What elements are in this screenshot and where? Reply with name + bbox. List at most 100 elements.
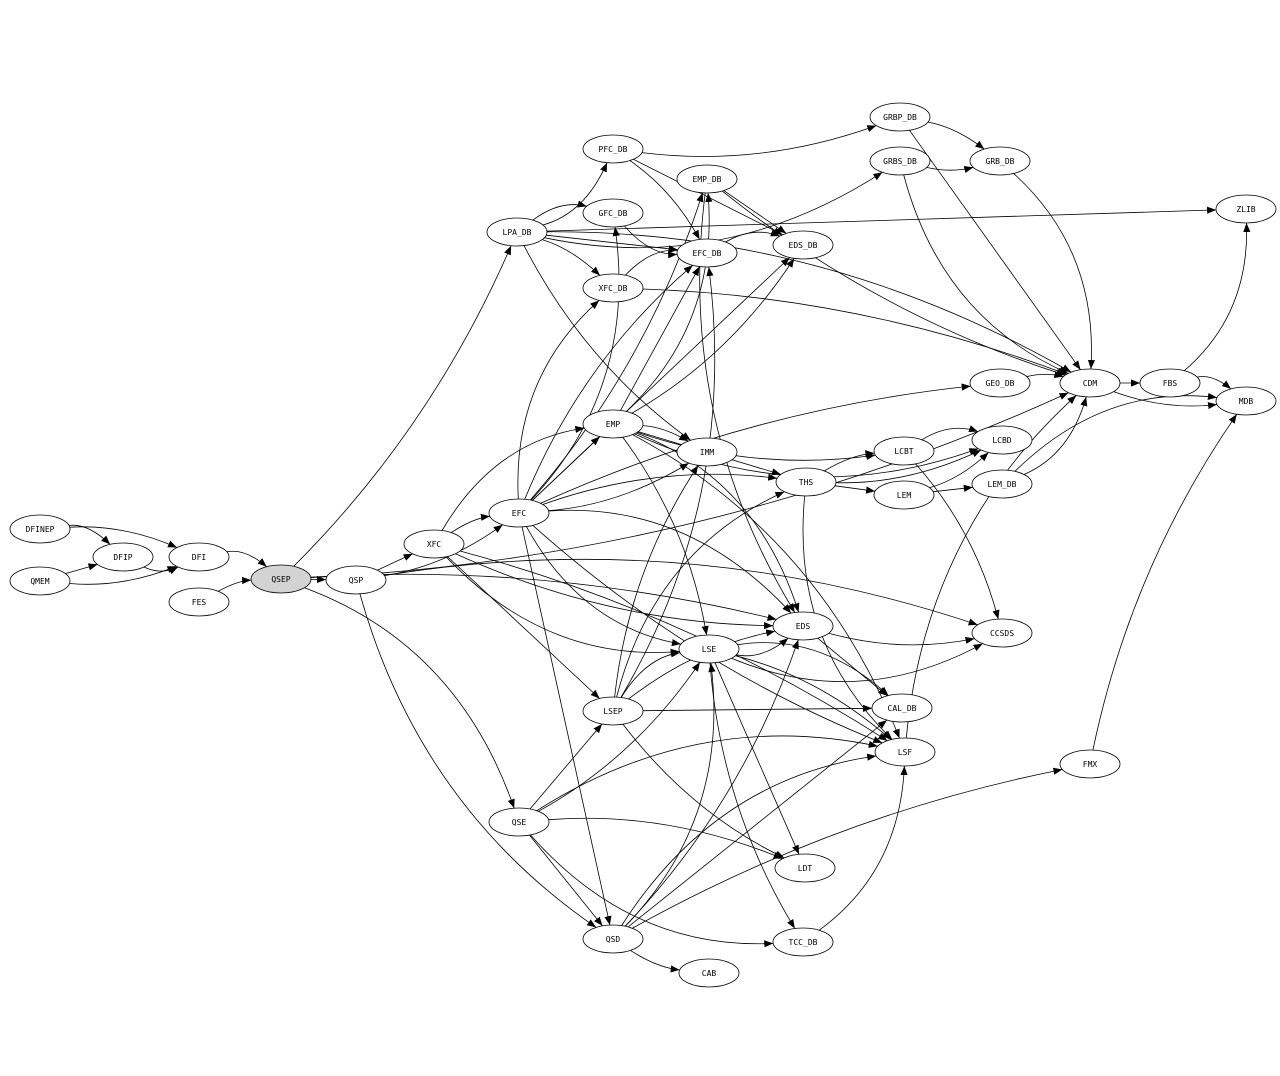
node-shape-emp-db	[676, 164, 738, 194]
node-ths[interactable]: THS	[775, 467, 837, 497]
node-tcc-db[interactable]: TCC_DB	[772, 927, 834, 957]
node-label-qsd: QSD	[606, 935, 621, 944]
node-grbs-db[interactable]: GRBS_DB	[869, 146, 931, 176]
node-qse[interactable]: QSE	[488, 807, 550, 837]
edge-fbs-to-zlib	[1184, 222, 1251, 372]
edge-grbp-db-to-cdm	[909, 130, 1081, 370]
node-lem-db[interactable]: LEM_DB	[971, 469, 1033, 499]
node-cal-db[interactable]: CAL_DB	[871, 693, 933, 723]
node-label-cal-db: CAL_DB	[888, 704, 917, 713]
node-lse[interactable]: LSE	[678, 634, 740, 664]
node-qsd[interactable]: QSD	[582, 924, 644, 954]
graph-nodes: DFINEP QMEM DFIP DFI FES QSEP QSP XFC EFC LPA_DB P…	[9, 102, 1277, 988]
node-label-dfip: DFIP	[113, 553, 132, 562]
node-dfinep[interactable]: DFINEP	[9, 514, 71, 544]
node-shape-cab	[678, 958, 740, 988]
node-lcbt[interactable]: LCBT	[873, 436, 935, 466]
node-shape-lem	[873, 480, 935, 510]
node-imm[interactable]: IMM	[676, 437, 738, 467]
node-emp-db[interactable]: EMP_DB	[676, 164, 738, 194]
edge-lsep-to-imm	[614, 465, 699, 698]
node-emp[interactable]: EMP	[582, 409, 644, 439]
node-label-emp-db: EMP_DB	[693, 175, 722, 184]
node-shape-grb-db	[969, 146, 1031, 176]
edge-grbs-db-to-grb-db	[926, 166, 974, 174]
node-shape-xfc	[403, 529, 465, 559]
node-efc-db[interactable]: EFC_DB	[676, 238, 738, 268]
edge-eds-to-cal-db	[817, 637, 888, 697]
node-xfc[interactable]: XFC	[403, 529, 465, 559]
node-efc[interactable]: EFC	[488, 498, 550, 528]
node-shape-ldt	[774, 853, 836, 883]
node-label-lsf: LSF	[898, 748, 913, 757]
node-shape-lsf	[874, 737, 936, 767]
node-lem[interactable]: LEM	[873, 480, 935, 510]
edge-qsp-to-xfc	[377, 553, 413, 571]
edge-lsep-to-ths	[616, 491, 785, 698]
node-grb-db[interactable]: GRB_DB	[969, 146, 1031, 176]
node-label-geo-db: GEO_DB	[986, 379, 1015, 388]
node-label-lpa-db: LPA_DB	[503, 228, 532, 237]
node-grbp-db[interactable]: GRBP_DB	[869, 102, 931, 132]
node-lsf[interactable]: LSF	[874, 737, 936, 767]
node-pfc-db[interactable]: PFC_DB	[582, 134, 644, 164]
node-mdb[interactable]: MDB	[1215, 386, 1277, 416]
edge-qsep-to-cdm	[310, 392, 1069, 578]
node-shape-qmem	[9, 566, 71, 596]
node-xfc-db[interactable]: XFC_DB	[582, 273, 644, 303]
edge-dfi-to-qsep	[226, 550, 267, 568]
node-cab[interactable]: CAB	[678, 958, 740, 988]
edge-efc-to-eds	[548, 509, 792, 614]
node-label-lsep: LSEP	[603, 707, 622, 716]
edge-lsf-to-cdm	[905, 395, 1077, 739]
edge-lem-to-lcbd	[929, 452, 989, 489]
edge-xfc-db-to-efc-db	[625, 245, 678, 276]
node-eds-db[interactable]: EDS_DB	[772, 230, 834, 260]
node-fes[interactable]: FES	[168, 587, 230, 617]
edge-qsd-to-cab	[630, 950, 680, 973]
node-shape-dfinep	[9, 514, 71, 544]
node-ldt[interactable]: LDT	[774, 853, 836, 883]
node-shape-efc	[488, 498, 550, 528]
node-zlib[interactable]: ZLIB	[1215, 194, 1277, 224]
node-qmem[interactable]: QMEM	[9, 566, 71, 596]
edge-efc-to-gfc-db	[530, 226, 620, 501]
node-shape-grbp-db	[869, 102, 931, 132]
node-label-xfc: XFC	[427, 540, 442, 549]
node-fmx[interactable]: FMX	[1059, 749, 1121, 779]
node-qsp[interactable]: QSP	[325, 565, 387, 595]
node-label-dfinep: DFINEP	[26, 525, 55, 534]
edge-emp-to-lsf	[632, 434, 900, 739]
edge-ths-to-lcbd	[835, 449, 982, 484]
edge-efc-to-geo-db	[540, 383, 971, 504]
node-lcbd[interactable]: LCBD	[971, 425, 1033, 455]
node-label-emp: EMP	[606, 420, 621, 429]
node-cdm[interactable]: CDM	[1059, 368, 1121, 398]
node-fbs[interactable]: FBS	[1139, 368, 1201, 398]
node-eds[interactable]: EDS	[772, 611, 834, 641]
edge-xfc-to-lsf	[459, 550, 888, 742]
edge-lcbt-to-lcbd	[921, 425, 979, 441]
node-gfc-db[interactable]: GFC_DB	[582, 198, 644, 228]
node-dfip[interactable]: DFIP	[92, 542, 154, 572]
edge-qse-to-lsf	[536, 735, 878, 812]
node-shape-lse	[678, 634, 740, 664]
node-dfi[interactable]: DFI	[168, 542, 230, 572]
node-qsep[interactable]: QSEP	[250, 564, 312, 594]
node-shape-lpa-db	[486, 217, 548, 247]
node-lpa-db[interactable]: LPA_DB	[486, 217, 548, 247]
edge-lse-to-cal-db	[737, 642, 889, 696]
edge-lpa-db-to-efc-db	[546, 234, 678, 253]
node-geo-db[interactable]: GEO_DB	[969, 368, 1031, 398]
edge-grbs-db-to-cdm	[903, 174, 1069, 374]
edge-pfc-db-to-efc-db	[629, 160, 700, 240]
edge-lse-to-lsf	[735, 655, 892, 740]
node-shape-lsep	[582, 696, 644, 726]
edge-pfc-db-to-grbp-db	[641, 125, 877, 157]
edge-qsp-to-qsd	[359, 593, 597, 928]
node-ccsds[interactable]: CCSDS	[971, 618, 1033, 648]
node-lsep[interactable]: LSEP	[582, 696, 644, 726]
edge-qsd-to-fmx	[632, 767, 1063, 929]
edge-emp-to-emp-db	[626, 192, 713, 412]
